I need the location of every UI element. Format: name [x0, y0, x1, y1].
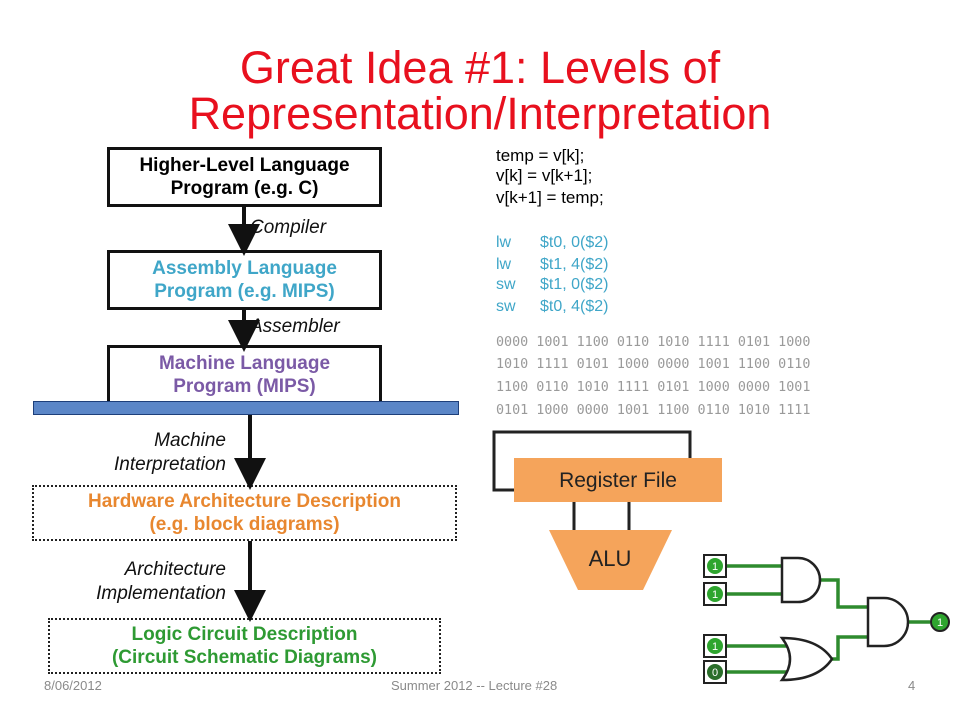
level-label-line1: Assembly Language	[152, 258, 337, 279]
logic-circuit	[727, 556, 930, 682]
circuit-inputs: 1 1 1 0 1	[703, 554, 950, 684]
c-code-line: temp = v[k];	[496, 146, 585, 165]
level-high-level-language: Higher-Level Language Program (e.g. C)	[107, 147, 382, 207]
step-label-compiler: Compiler	[250, 217, 327, 238]
input-led	[707, 638, 723, 654]
level-label-line2: Program (MIPS)	[173, 376, 316, 397]
level-label-line2: (e.g. block diagrams)	[149, 514, 340, 535]
binary-line: 0101 1000 0000 1001 1100 0110 1010 1111	[496, 403, 811, 418]
or-gate	[779, 636, 834, 682]
binary-line: 1010 1111 0101 1000 0000 1001 1100 0110	[496, 357, 811, 372]
alu-block	[549, 530, 672, 590]
step-label-machine: Machine	[154, 430, 226, 451]
level-label-line2: (Circuit Schematic Diagrams)	[111, 647, 378, 668]
level-logic-circuit: Logic Circuit Description (Circuit Schem…	[48, 618, 441, 674]
c-code-line: v[k+1] = temp;	[496, 188, 604, 207]
level-hardware-architecture: Hardware Architecture Description (e.g. …	[32, 485, 457, 541]
input-led	[707, 586, 723, 602]
and-gate-1	[780, 556, 822, 604]
register-file-label: Register File	[559, 469, 677, 492]
wire	[812, 578, 868, 609]
asm-args: $t0, 4($2)	[540, 298, 609, 315]
input-value: 1	[712, 561, 718, 573]
register-file-block	[514, 458, 722, 502]
and-gate-2	[866, 596, 910, 648]
level-assembly-language: Assembly Language Program (e.g. MIPS)	[107, 250, 382, 310]
step-label-architecture: Architecture	[124, 559, 226, 580]
level-label-line2: Program (e.g. MIPS)	[154, 281, 335, 302]
footer-page-number: 4	[908, 678, 916, 693]
input-value: 0	[712, 667, 718, 679]
c-code-line: v[k] = v[k+1];	[496, 166, 593, 185]
block-diagram: Register File ALU	[492, 430, 722, 590]
asm-args: $t1, 4($2)	[540, 256, 609, 273]
output-value: 1	[937, 617, 943, 629]
binary-line: 0000 1001 1100 0110 1010 1111 0101 1000	[496, 335, 811, 350]
asm-line: lw $t0, 0($2)	[496, 233, 608, 253]
asm-op: sw	[496, 298, 516, 315]
alu-label: ALU	[589, 546, 632, 571]
asm-args: $t1, 0($2)	[540, 276, 609, 293]
footer-date: 8/06/2012	[44, 678, 102, 693]
asm-op: sw	[496, 276, 516, 293]
level-label-line1: Hardware Architecture Description	[88, 491, 401, 512]
wire	[830, 635, 868, 661]
input-value: 1	[712, 641, 718, 653]
step-label-implementation: Implementation	[96, 583, 226, 604]
input-value: 1	[712, 589, 718, 601]
level-label-line1: Logic Circuit Description	[131, 624, 358, 645]
slide-title-line2: Representation/Interpretation	[188, 88, 772, 139]
step-label-interpretation: Interpretation	[114, 454, 226, 475]
asm-args: $t0, 0($2)	[540, 234, 609, 251]
asm-line: sw $t0, 4($2)	[496, 297, 608, 317]
input-led	[707, 664, 723, 680]
level-label-line1: Machine Language	[158, 353, 331, 374]
step-label-assembler: Assembler	[250, 316, 340, 337]
slide-title-line1: Great Idea #1: Levels of	[239, 42, 721, 93]
asm-line: sw $t1, 0($2)	[496, 275, 608, 295]
level-label-line2: Program (e.g. C)	[170, 178, 319, 199]
footer-lecture: Summer 2012 -- Lecture #28	[391, 678, 558, 693]
level-label-line1: Higher-Level Language	[139, 155, 350, 176]
binary-line: 1100 0110 1010 1111 0101 1000 0000 1001	[496, 380, 811, 395]
asm-op: lw	[496, 256, 512, 273]
asm-op: lw	[496, 234, 512, 251]
abstraction-separator-bar	[33, 401, 459, 415]
input-led	[707, 558, 723, 574]
output-led	[930, 612, 950, 632]
asm-line: lw $t1, 4($2)	[496, 255, 608, 275]
